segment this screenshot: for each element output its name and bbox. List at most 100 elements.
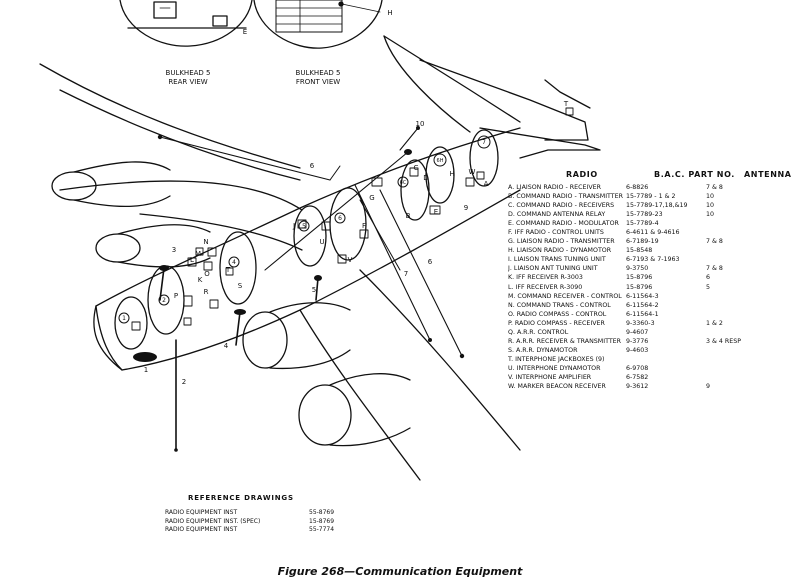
callout-5: 5	[312, 286, 316, 294]
callout-v: V	[348, 256, 353, 264]
zone-6c: 6C	[400, 180, 407, 186]
table-row: S. A.R.R. DYNAMOTOR 9-4603	[508, 346, 746, 355]
callout-7: 7	[404, 270, 408, 278]
table-cell-antenna	[706, 301, 746, 310]
table-row: N. COMMAND TRANS - CONTROL 6-11564-2	[508, 301, 746, 310]
callout-h: H	[449, 170, 454, 178]
callout-1: 1	[144, 366, 148, 374]
table-cell-antenna	[706, 292, 746, 301]
bulkhead-front-view	[253, 0, 383, 49]
table-cell-antenna: 7 & 8	[706, 265, 723, 273]
table-cell-part: 9-4603	[626, 346, 649, 354]
table-cell-part: 15-7789-4	[626, 220, 659, 228]
table-cell-part: 15-8548	[626, 247, 653, 255]
callout-c: C	[414, 164, 419, 172]
callout-3: 3	[172, 246, 176, 254]
table-cell-item: K. IFF RECEIVER R-3003	[508, 274, 583, 282]
table-cell-item: T. INTERPHONE JACKBOXES (9)	[508, 355, 605, 363]
table-cell-item: F. IFF RADIO - CONTROL UNITS	[508, 229, 604, 237]
zone-5: 5	[302, 223, 306, 230]
table-cell-item: V. INTERPHONE AMPLIFIER	[508, 373, 592, 381]
callout-t2: T	[563, 100, 569, 108]
table-header-part-no: B.A.C. PART NO.	[654, 170, 735, 179]
table-cell-item: I. LIAISON TRANS TUNING UNIT	[508, 256, 606, 264]
table-cell-item: O. RADIO COMPASS - CONTROL	[508, 310, 607, 318]
zone-6: 6	[338, 215, 342, 222]
table-cell-part: 15-7789-23	[626, 211, 663, 219]
table-cell-antenna	[706, 328, 746, 337]
engine-nacelle-4	[298, 373, 411, 447]
reference-name: RADIO EQUIPMENT INST	[165, 509, 238, 516]
bulkhead-mark-e: E	[243, 28, 247, 36]
callout-e: E	[434, 208, 438, 216]
table-cell-part: 15-7789-17,18,&19	[626, 202, 688, 210]
callout-b: B	[406, 212, 411, 220]
table-row: T. INTERPHONE JACKBOXES (9)	[508, 355, 746, 364]
table-cell-antenna	[706, 255, 746, 264]
reference-number: 15-8769	[309, 517, 335, 525]
callout-k: K	[198, 276, 203, 284]
table-cell-part: 6-4611 & 9-4616	[626, 229, 680, 237]
bulkhead-rear-view	[119, 0, 253, 47]
reference-number: 55-7774	[309, 526, 335, 534]
callout-o: O	[204, 270, 210, 278]
table-cell-item: A. LIAISON RADIO - RECEIVER	[508, 184, 602, 191]
table-cell-antenna	[706, 373, 746, 382]
table-cell-antenna: 6	[706, 274, 711, 282]
table-cell-part: 6-11564-3	[626, 292, 659, 300]
zone-6h: 6H	[437, 158, 444, 164]
figure-caption: Figure 268—Communication Equipment	[277, 565, 523, 578]
table-cell-part: 15-8796	[626, 274, 653, 282]
table-cell-part: 9-4607	[626, 328, 649, 336]
table-cell-antenna	[706, 219, 746, 228]
table-cell-part: 6-11564-2	[626, 301, 659, 309]
zone-4: 4	[232, 259, 236, 266]
callout-n: N	[203, 238, 208, 246]
table-cell-antenna: 5	[706, 283, 711, 291]
callout-t1: T	[225, 266, 231, 274]
table-cell-item: N. COMMAND TRANS - CONTROL	[508, 301, 611, 309]
table-cell-item: S. A.R.R. DYNAMOTOR	[508, 346, 578, 354]
bulkhead-mark-h: H	[387, 9, 392, 17]
table-cell-antenna: 1 & 2	[706, 319, 723, 327]
callout-6a: 6	[310, 162, 315, 170]
zone-7: 7	[482, 139, 486, 146]
table-cell-antenna: 9	[706, 383, 711, 391]
table-cell-item: J. LIAISON ANT TUNING UNIT	[508, 265, 598, 273]
zone-2: 2	[162, 297, 166, 304]
table-cell-part: 6-7189-19	[626, 238, 659, 246]
callout-m: M	[195, 250, 201, 258]
bulkhead-rear-title: BULKHEAD 5	[166, 69, 211, 77]
table-cell-part: 6-7193 & 7-1963	[626, 256, 680, 264]
bulkhead-rear-subtitle: REAR VIEW	[168, 78, 207, 86]
callout-a: A	[484, 180, 489, 188]
table-cell-antenna: 3 & 4 RESP	[706, 337, 742, 345]
callout-f: F	[362, 222, 366, 230]
callout-j: J	[292, 222, 295, 230]
table-row: V. INTERPHONE AMPLIFIER 6-7582	[508, 373, 746, 382]
engine-nacelle-2	[95, 224, 211, 268]
callout-w: W	[469, 168, 476, 176]
table-cell-part: 6-7582	[626, 373, 649, 381]
table-cell-item: U. INTERPHONE DYNAMOTOR	[508, 364, 601, 372]
engine-nacelle-3	[242, 302, 351, 370]
table-cell-part: 6-8826	[626, 184, 649, 191]
table-row: Q. A.R.R. CONTROL 9-4607	[508, 328, 746, 337]
table-row: A. LIAISON RADIO - RECEIVER 6-8826 7 & 8	[508, 183, 746, 192]
table-cell-item: P. RADIO COMPASS - RECEIVER	[508, 319, 605, 327]
table-row: K. IFF RECEIVER R-3003 15-8796 6	[508, 273, 746, 282]
table-cell-antenna: 7 & 8	[706, 184, 723, 191]
table-cell-item: Q. A.R.R. CONTROL	[508, 328, 569, 336]
table-cell-part: 9-3776	[626, 337, 649, 345]
callout-g: G	[369, 194, 374, 202]
bulkhead-front-subtitle: FRONT VIEW	[296, 78, 340, 86]
callout-10: 10	[416, 120, 425, 128]
